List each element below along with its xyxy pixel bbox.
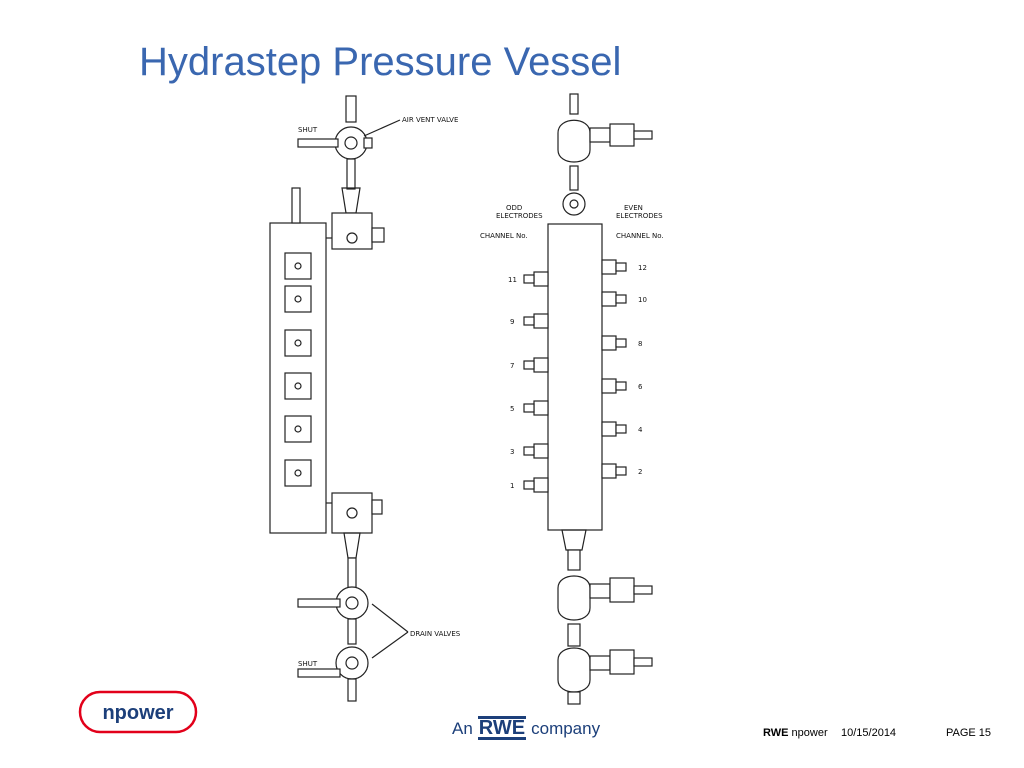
odd-label-1: ODD (506, 204, 522, 212)
side-flanges (284, 252, 312, 487)
electrode-even (601, 378, 627, 394)
tagline-suffix: company (531, 719, 601, 738)
electrode-even (601, 463, 627, 479)
electrode-odd (523, 313, 549, 329)
electrode-even (601, 421, 627, 437)
electrode-even (601, 291, 627, 307)
rwe-logo: RWE (477, 716, 527, 740)
channel-number: 2 (638, 468, 642, 476)
front-view (547, 93, 653, 705)
odd-electrodes (523, 271, 549, 493)
footer-company: RWE npower (763, 727, 828, 739)
channel-number: 5 (510, 405, 514, 413)
pressure-vessel-diagram: SHUT AIR VENT VALVE DRAIN VALVES SHUT (269, 93, 664, 705)
channel-right-label: CHANNEL No. (616, 232, 664, 240)
channel-number: 9 (510, 318, 514, 326)
shut-top-label: SHUT (298, 126, 318, 134)
even-electrodes (601, 259, 627, 479)
channel-number: 1 (510, 482, 514, 490)
channel-number: 12 (638, 264, 647, 272)
air-vent-valve-label: AIR VENT VALVE (402, 116, 458, 124)
footer-company-bold: RWE (763, 727, 789, 739)
channel-number: 8 (638, 340, 642, 348)
electrode-odd (523, 357, 549, 373)
channel-number: 3 (510, 448, 514, 456)
npower-logo-text: npower (102, 702, 173, 724)
rwe-tagline: An RWE company (452, 716, 600, 740)
odd-label-2: ELECTRODES (496, 212, 543, 220)
footer-date: 10/15/2014 (841, 727, 897, 739)
channel-number: 7 (510, 362, 514, 370)
shut-bottom-label: SHUT (298, 660, 318, 668)
tagline-prefix: An (452, 719, 473, 738)
electrode-odd (523, 477, 549, 493)
electrode-odd (523, 271, 549, 287)
channel-left-label: CHANNEL No. (480, 232, 528, 240)
even-label-2: ELECTRODES (616, 212, 663, 220)
footer-company-rest: npower (791, 727, 828, 739)
drain-valves-label: DRAIN VALVES (410, 630, 461, 638)
electrode-even (601, 259, 627, 275)
electrode-odd (523, 443, 549, 459)
electrode-even (601, 335, 627, 351)
side-view (269, 95, 409, 702)
electrode-odd (523, 400, 549, 416)
channel-number: 6 (638, 383, 643, 391)
channel-number: 10 (638, 296, 647, 304)
npower-logo: npower (78, 690, 198, 734)
channel-number: 4 (638, 426, 643, 434)
even-label-1: EVEN (624, 204, 643, 212)
slide-title: Hydrastep Pressure Vessel (139, 40, 622, 84)
channel-number: 11 (508, 276, 517, 284)
footer-page: PAGE 15 (946, 727, 992, 739)
